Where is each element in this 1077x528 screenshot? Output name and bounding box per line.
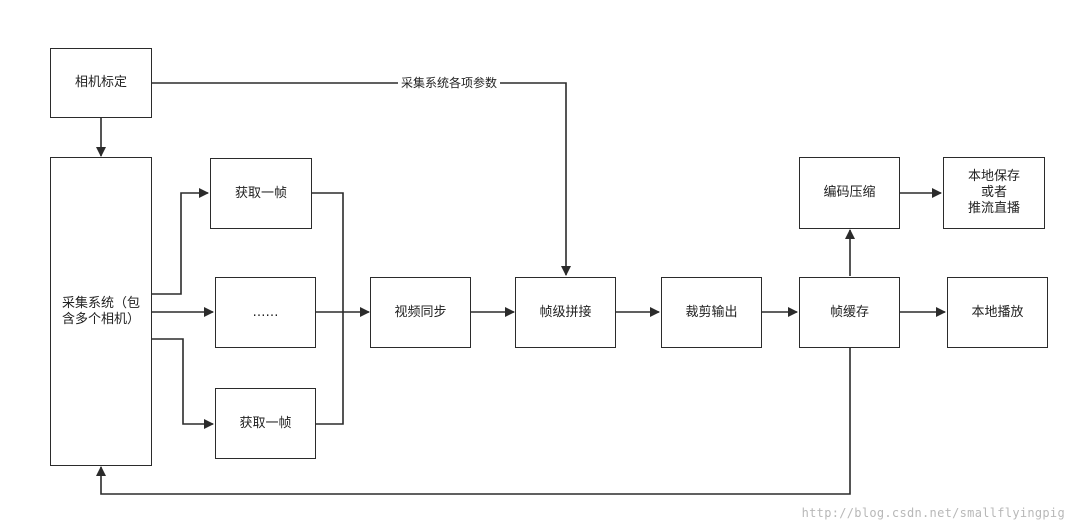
node-capture-system: 采集系统（包 含多个相机） [50, 157, 152, 466]
node-label-line1: 采集系统（包 [61, 295, 140, 311]
arrow-capture-to-grab-top [152, 188, 209, 295]
node-camera-calibration: 相机标定 [50, 48, 152, 118]
arrow-capture-to-grab-bottom [152, 338, 214, 429]
node-label: 帧级拼接 [539, 304, 592, 320]
node-crop-output: 裁剪输出 [661, 277, 762, 348]
node-grab-frame-bottom: 获取一帧 [215, 388, 316, 459]
node-label: 获取一帧 [234, 185, 287, 201]
node-local-play: 本地播放 [947, 277, 1048, 348]
node-label: 相机标定 [74, 75, 127, 90]
node-frame-cache: 帧缓存 [799, 277, 900, 348]
node-grab-frame-top: 获取一帧 [210, 158, 312, 229]
edge-label-params: 采集系统各项参数 [398, 76, 501, 90]
node-label-line1: 本地保存 [967, 169, 1020, 184]
node-ellipsis: …… [215, 277, 316, 348]
arrow-cache-feedback [96, 347, 851, 495]
node-label-line2: 或者 [980, 185, 1007, 200]
arrow-params-to-stitch [152, 82, 571, 276]
arrow-grab-top-to-sync [312, 192, 344, 312]
node-label: …… [252, 304, 279, 320]
node-save-or-stream: 本地保存 或者 推流直播 [943, 157, 1045, 229]
node-label-line2: 含多个相机） [61, 311, 140, 327]
node-frame-stitch: 帧级拼接 [515, 277, 616, 348]
node-label: 编码压缩 [823, 185, 876, 200]
node-label: 帧缓存 [829, 304, 869, 320]
arrow-grab-bottom-to-sync [316, 312, 344, 425]
edge-label-text: 采集系统各项参数 [401, 76, 498, 90]
node-video-sync: 视频同步 [370, 277, 471, 348]
node-label: 获取一帧 [239, 415, 292, 431]
node-label: 视频同步 [394, 304, 447, 320]
node-label: 裁剪输出 [685, 304, 738, 320]
node-encode-compress: 编码压缩 [799, 157, 900, 229]
node-label: 本地播放 [971, 304, 1024, 320]
watermark: http://blog.csdn.net/smallflyingpig [801, 506, 1065, 520]
node-label-line3: 推流直播 [967, 201, 1020, 216]
